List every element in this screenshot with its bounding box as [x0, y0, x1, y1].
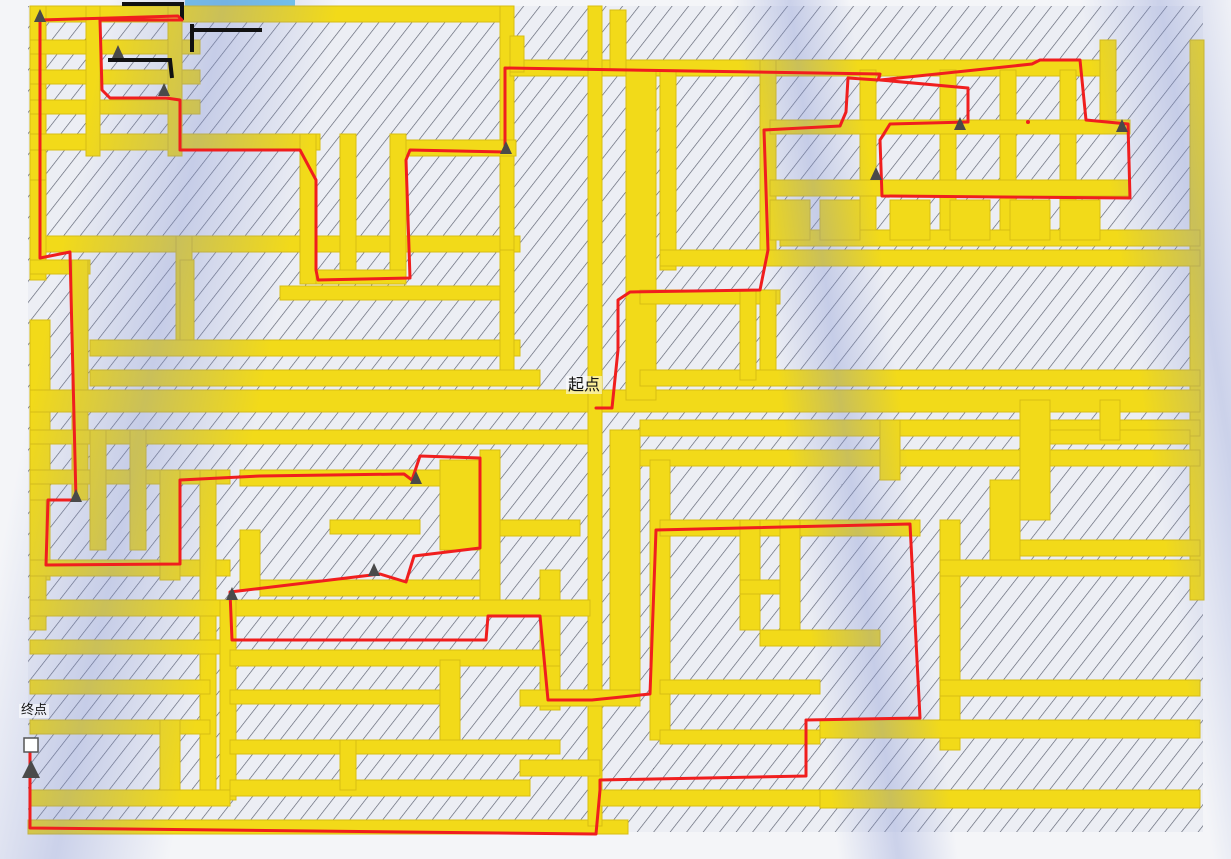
- corridor-segment: [1100, 400, 1120, 440]
- corridor-segment: [330, 520, 420, 534]
- corridor-segment: [640, 370, 1200, 386]
- corridor-segment: [1060, 200, 1100, 240]
- corridor-segment: [260, 580, 490, 596]
- corridor-segment: [660, 70, 676, 270]
- corridor-segment: [340, 740, 356, 790]
- corridor-segment: [230, 690, 460, 704]
- corridor-segment: [600, 790, 820, 806]
- corridor-segment: [500, 6, 514, 156]
- start-marker-icon: [1026, 120, 1030, 124]
- corridor-segment: [990, 480, 1020, 570]
- corridor-segment: [230, 650, 560, 666]
- corridor-segment: [890, 200, 930, 240]
- corridor-segment: [660, 680, 820, 694]
- corridor-segment: [940, 560, 1200, 576]
- corridor-segment: [500, 150, 514, 250]
- end-marker-icon: [24, 738, 38, 752]
- corridor-segment: [280, 286, 510, 300]
- corridor-segment: [230, 740, 560, 754]
- corridor-segment: [660, 250, 1200, 266]
- corridor-segment: [340, 134, 356, 284]
- corridor-segment: [940, 680, 1200, 696]
- corridor-segment: [610, 430, 640, 690]
- corridor-segment: [1010, 200, 1050, 240]
- corridor-segment: [660, 730, 820, 744]
- end-label: 终点: [19, 704, 49, 718]
- corridor-segment: [500, 520, 580, 536]
- corridor-segment: [626, 70, 656, 400]
- corridor-segment: [740, 520, 760, 630]
- corridor-segment: [740, 290, 756, 380]
- corridor-segment: [950, 200, 990, 240]
- start-label: 起点: [566, 376, 602, 394]
- corridor-segment: [610, 10, 626, 70]
- corridor-segment: [510, 36, 524, 72]
- corridor-segment: [230, 780, 530, 796]
- corridor-segment: [406, 140, 516, 156]
- corridor-segment: [480, 450, 500, 600]
- corridor-segment: [440, 660, 460, 740]
- corridor-segment: [390, 134, 406, 284]
- corridor-segment: [1020, 400, 1050, 520]
- corridor-segment: [240, 530, 260, 590]
- corridor-segment: [940, 520, 960, 750]
- corridor-segment: [640, 450, 1200, 466]
- corridor-segment: [780, 520, 800, 630]
- corridor-segment: [520, 760, 600, 776]
- corridor-segment: [440, 460, 480, 550]
- corridor-segment: [500, 250, 514, 370]
